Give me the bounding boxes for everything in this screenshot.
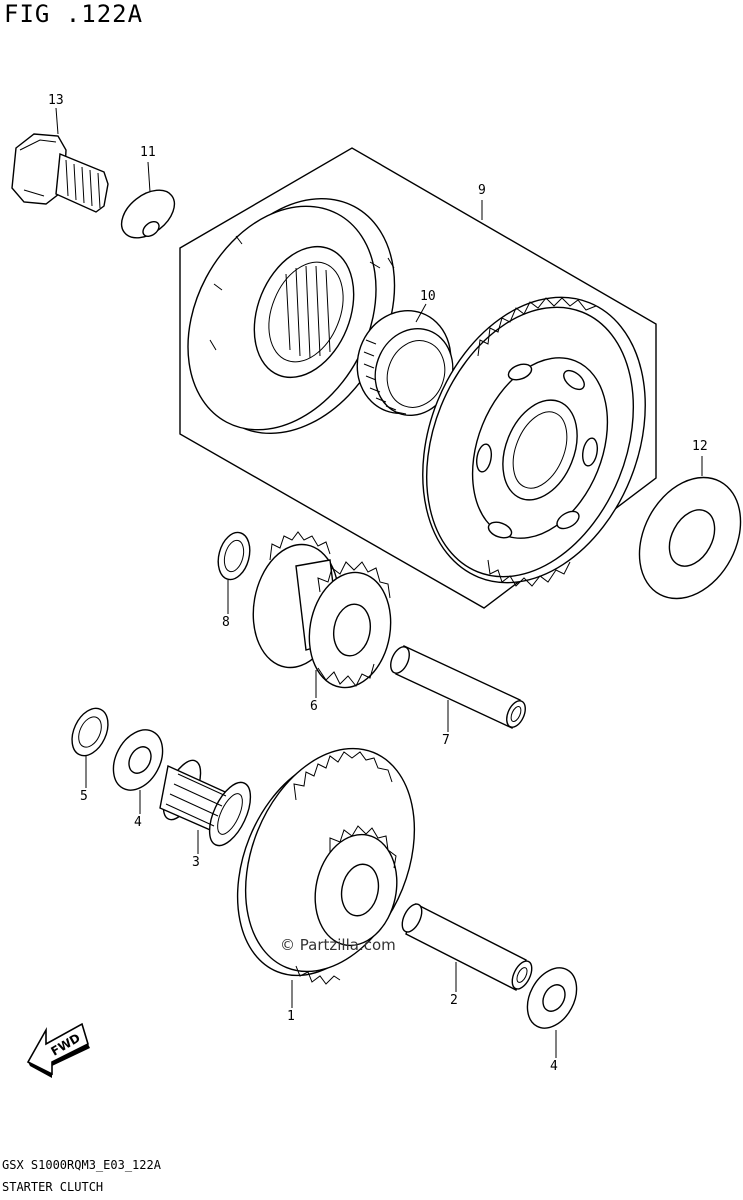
- callout-6: 6: [310, 699, 318, 714]
- figure-caption: STARTER CLUTCH: [2, 1180, 104, 1194]
- watermark: © Partzilla.com: [280, 936, 396, 954]
- part-8-washer[interactable]: [213, 529, 254, 583]
- part-1-starter-gear[interactable]: [207, 723, 446, 1000]
- callout-10: 10: [420, 289, 436, 304]
- fwd-arrow-icon: FWD: [26, 1022, 90, 1078]
- leader-11: [147, 161, 151, 193]
- callout-13: 13: [48, 93, 64, 108]
- part-2-shaft[interactable]: [398, 901, 536, 992]
- part-11-washer[interactable]: [113, 181, 184, 248]
- callout-4-lower: 4: [550, 1059, 558, 1074]
- part-6-idle-gear[interactable]: [244, 531, 400, 694]
- callout-2: 2: [450, 993, 458, 1008]
- callout-5: 5: [80, 789, 88, 804]
- part-10-needle-bearing[interactable]: [343, 297, 465, 426]
- part-4-washer-lower[interactable]: [518, 959, 587, 1036]
- callout-8: 8: [222, 615, 230, 630]
- figure-code: GSX S1000RQM3_E03_122A: [2, 1158, 161, 1172]
- part-3-needle-bearing[interactable]: [156, 755, 259, 851]
- part-9-driven-gear[interactable]: [382, 264, 686, 616]
- part-4-washer-upper[interactable]: [104, 721, 173, 798]
- assembly-9-frame: [179, 147, 657, 609]
- part-12-washer[interactable]: [619, 460, 743, 616]
- callout-1: 1: [287, 1009, 295, 1024]
- callout-3: 3: [192, 855, 200, 870]
- part-5-washer[interactable]: [65, 703, 115, 762]
- leader-10: [415, 303, 427, 323]
- leader-13: [55, 107, 59, 135]
- callout-4-upper: 4: [134, 815, 142, 830]
- figure-title: FIG .122A: [4, 0, 144, 28]
- part-13-bolt[interactable]: [11, 133, 109, 213]
- callout-9: 9: [478, 183, 486, 198]
- callout-11: 11: [140, 145, 156, 160]
- part-7-shaft[interactable]: [387, 644, 529, 730]
- callout-12: 12: [692, 439, 708, 454]
- callout-7: 7: [442, 733, 450, 748]
- part-9-clutch-housing[interactable]: [151, 164, 434, 467]
